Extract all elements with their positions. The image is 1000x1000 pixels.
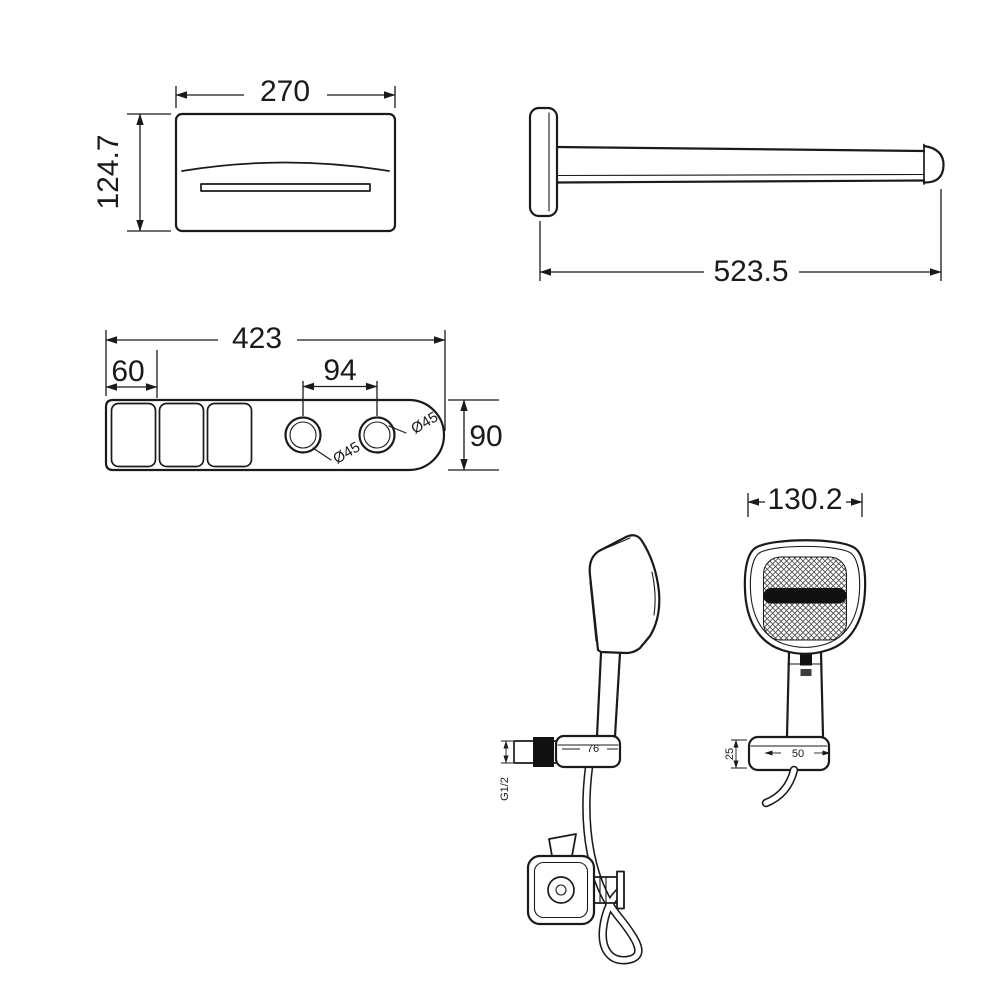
- arm-end-cap: [922, 144, 945, 184]
- hand-shower-head-side: [588, 534, 661, 655]
- elbow-stem-cap: [616, 870, 625, 910]
- arm-inner-line: [556, 173, 925, 177]
- handle-button-bottom: [800, 669, 812, 676]
- overhead-shower-side-view: 523.5: [528, 106, 945, 288]
- control-panel-view: Ø45 Ø45 423 60 94 90: [104, 322, 503, 472]
- shower-head-front-slot: [200, 183, 371, 192]
- hose-inner: [583, 764, 642, 963]
- hand-shower-side-view: 76 G1/2: [499, 534, 661, 965]
- hand-shower-handle-side: [595, 651, 622, 738]
- arm-top-line: [555, 145, 926, 153]
- dim-label-90: 90: [469, 420, 502, 453]
- hand-shower-handle-front: [785, 651, 825, 738]
- holder-bracket-front: [747, 735, 831, 772]
- dim-label-50: 50: [792, 748, 804, 760]
- dim-label-60: 60: [111, 355, 144, 388]
- dim-label-124-7: 124.7: [92, 134, 125, 209]
- panel-button-1: [110, 402, 157, 468]
- hose-front-inner: [763, 767, 797, 806]
- arm-bottom-line: [555, 179, 926, 184]
- dim-label-523-5: 523.5: [713, 255, 788, 288]
- elbow-flange-inner: [533, 861, 589, 919]
- panel-knob-left-inner: [289, 421, 317, 449]
- elbow-center-circle-inner: [555, 884, 567, 896]
- hand-shower-head-side-detail: [589, 537, 656, 642]
- elbow-center-circle: [547, 876, 575, 904]
- holder-bracket-side: [554, 734, 622, 769]
- panel-button-3: [206, 402, 253, 468]
- hand-shower-head-front: [743, 539, 867, 655]
- dim-label-130-2: 130.2: [767, 483, 842, 516]
- handle-button-top: [800, 654, 812, 666]
- leader-knob-left: [312, 447, 332, 461]
- hand-shower-head-front-inner: [749, 545, 861, 648]
- dim-label-g12: G1/2: [499, 777, 511, 801]
- elbow-lever: [548, 833, 577, 857]
- dim-label-270: 270: [260, 75, 310, 108]
- dim-label-knob-left: Ø45: [330, 439, 363, 468]
- dim-label-423: 423: [232, 322, 282, 355]
- panel-knob-left: [284, 416, 322, 454]
- dim-label-76: 76: [587, 743, 599, 755]
- dim-label-25: 25: [724, 748, 736, 760]
- elbow-stem-threads: [599, 876, 607, 904]
- panel-knob-right: [358, 416, 396, 454]
- shower-head-front-body: [174, 112, 397, 233]
- shower-head-front-curve: [181, 161, 390, 172]
- panel-body: [104, 398, 446, 472]
- wall-flange: [528, 106, 559, 218]
- panel-button-2: [158, 402, 205, 468]
- dim-label-94: 94: [323, 354, 356, 387]
- holder-nut: [533, 737, 554, 767]
- overhead-shower-front-view: 270 124.7: [92, 75, 397, 233]
- hand-shower-front-view: 130.2 50 25: [724, 483, 867, 808]
- dim-ext-124: [127, 113, 171, 232]
- dim-ext-90: [448, 399, 499, 471]
- dim-ext-g12: [501, 740, 513, 764]
- elbow-flange: [526, 854, 596, 926]
- leader-knob-right: [388, 425, 407, 434]
- panel-knob-right-inner: [363, 421, 391, 449]
- spray-face-band: [763, 588, 847, 604]
